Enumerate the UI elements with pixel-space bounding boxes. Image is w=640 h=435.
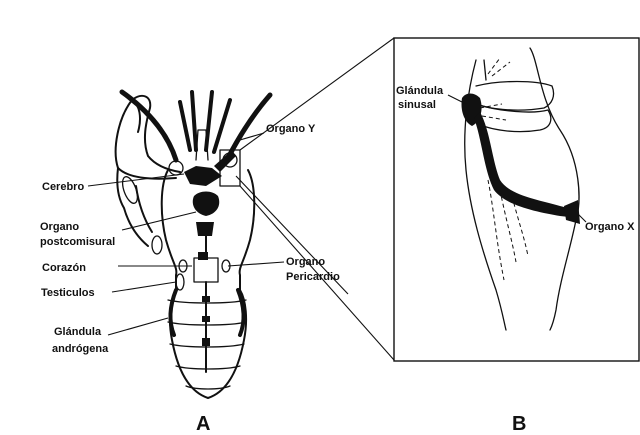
label-testiculos: Testiculos: [41, 287, 95, 299]
panel-label-b: B: [512, 413, 526, 435]
label-organo-pericardio-line1: Organo: [286, 256, 325, 268]
label-glandula-androgena-line2: andrógena: [52, 343, 109, 355]
androgenic-gland-icon: [170, 290, 176, 335]
testis-icon: [176, 274, 184, 290]
claw-left-icon: [116, 96, 180, 179]
eyestalk-diagram-icon: [461, 48, 580, 330]
label-corazon: Corazón: [42, 262, 86, 274]
zoom-connector-top: [240, 38, 394, 150]
eye-left-icon: [169, 161, 183, 175]
label-organo-pericardio-line2: Pericardio: [286, 271, 340, 283]
label-organo-y: Organo Y: [266, 123, 316, 135]
heart-icon: [194, 258, 218, 282]
label-organo-postcomisural-line1: Organo: [40, 221, 79, 233]
y-organ-icon: [214, 150, 236, 172]
label-glandula-androgena-line1: Glándula: [54, 326, 102, 338]
panel-label-a: A: [196, 413, 210, 435]
label-glandula-sinusal-line2: sinusal: [398, 99, 436, 111]
label-cerebro: Cerebro: [42, 181, 84, 193]
x-organ-icon: [564, 200, 580, 224]
label-organo-x: Organo X: [585, 221, 635, 233]
postcommissural-organ-icon: [193, 192, 220, 217]
label-glandula-sinusal-line1: Glándula: [396, 85, 444, 97]
label-organo-postcomisural-line2: postcomisural: [40, 236, 115, 248]
antennule-icon: [180, 102, 190, 150]
brain-icon: [184, 166, 222, 186]
